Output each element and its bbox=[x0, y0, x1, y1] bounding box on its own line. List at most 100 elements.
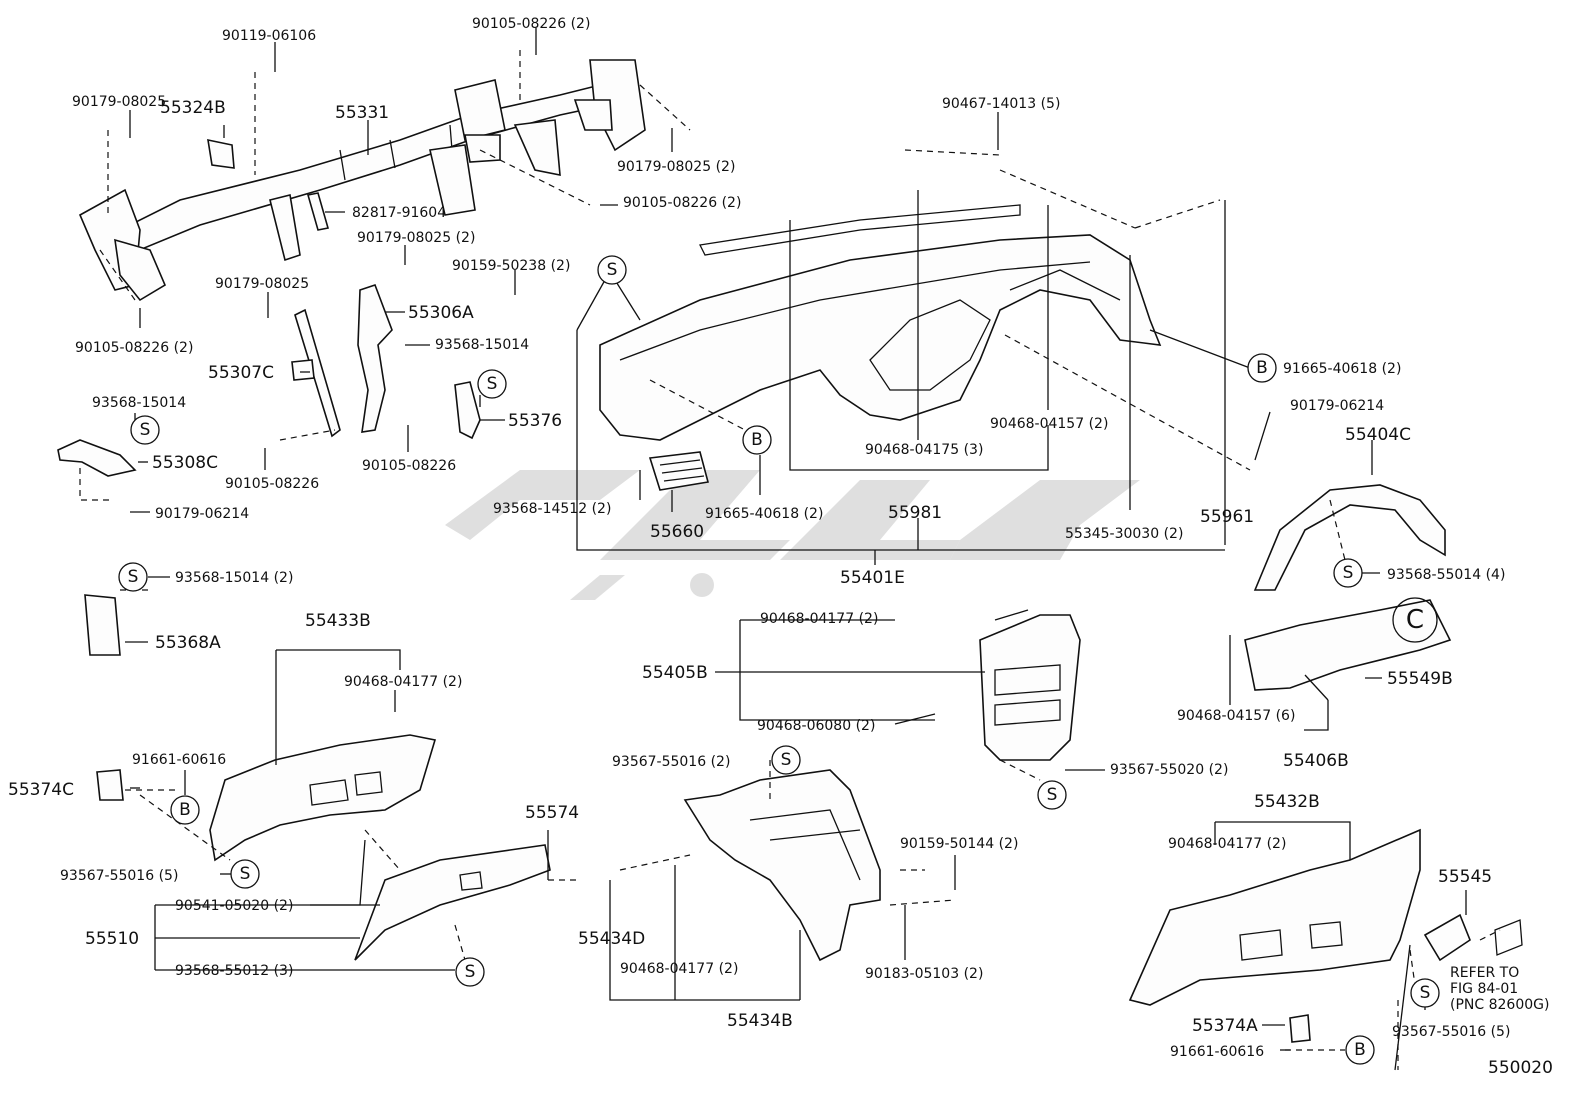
callout: 91665-40618 (2) bbox=[705, 506, 823, 522]
reinforcement-beam-55331 bbox=[78, 59, 646, 302]
glove-box-55510 bbox=[354, 844, 551, 961]
callout: 90468-04175 (3) bbox=[865, 442, 983, 458]
svg-text:B: B bbox=[1256, 358, 1268, 378]
bracket-55308c bbox=[57, 439, 137, 477]
instrument-panel-55401e bbox=[599, 204, 1162, 441]
callout: 91665-40618 (2) bbox=[1283, 361, 1401, 377]
svg-text:B: B bbox=[1354, 1040, 1366, 1060]
bracket-55368a bbox=[84, 594, 121, 656]
svg-text:S: S bbox=[140, 420, 151, 440]
callout: 55345-30030 (2) bbox=[1065, 526, 1183, 542]
callout: 55404C bbox=[1345, 425, 1411, 445]
svg-text:B: B bbox=[179, 800, 191, 820]
marker-s: S bbox=[771, 745, 801, 775]
svg-text:B: B bbox=[751, 430, 763, 450]
callout: 93568-55012 (3) bbox=[175, 963, 293, 979]
callout: 55660 bbox=[650, 522, 704, 542]
callout: 55545 bbox=[1438, 867, 1492, 887]
marker-s: S bbox=[1333, 558, 1363, 588]
callout: 90468-04177 (2) bbox=[1168, 836, 1286, 852]
marker-b: B bbox=[1345, 1035, 1375, 1065]
callout: 55433B bbox=[305, 611, 371, 631]
callout: 90179-06214 bbox=[155, 506, 249, 522]
callout: 90467-14013 (5) bbox=[942, 96, 1060, 112]
brace-55307c bbox=[291, 308, 341, 438]
marker-b: B bbox=[1247, 353, 1277, 383]
bracket-55374c bbox=[96, 769, 124, 801]
svg-text:S: S bbox=[465, 962, 476, 982]
marker-s: S bbox=[455, 957, 485, 987]
callout: 55368A bbox=[155, 633, 221, 653]
svg-text:C: C bbox=[1406, 605, 1424, 635]
svg-text:S: S bbox=[128, 567, 139, 587]
callout: 55961 bbox=[1200, 507, 1254, 527]
marker-s: S bbox=[230, 859, 260, 889]
svg-text:S: S bbox=[1047, 785, 1058, 805]
callout: 55331 bbox=[335, 103, 389, 123]
callout: 93567-55016 (5) bbox=[1392, 1024, 1510, 1040]
figure-id: 550020 bbox=[1488, 1058, 1553, 1078]
marker-b: B bbox=[170, 795, 200, 825]
callout: 90179-08025 (2) bbox=[617, 159, 735, 175]
callout: 90159-50238 (2) bbox=[452, 258, 570, 274]
callout: 90179-08025 bbox=[215, 276, 309, 292]
callout: 91661-60616 bbox=[132, 752, 226, 768]
callout: 55324B bbox=[160, 98, 226, 118]
marker-s: S bbox=[118, 562, 148, 592]
svg-text:S: S bbox=[1343, 563, 1354, 583]
callout: 90179-08025 bbox=[72, 94, 166, 110]
callout: 55374C bbox=[8, 780, 74, 800]
callout: 55574 bbox=[525, 803, 579, 823]
leader-lines bbox=[79, 28, 1501, 1071]
svg-text:S: S bbox=[781, 750, 792, 770]
callout: 93568-15014 bbox=[92, 395, 186, 411]
callout-labels: 90119-06106 90105-08226 (2) 90179-08025 … bbox=[8, 16, 1553, 1078]
air-vent-55660 bbox=[648, 451, 709, 491]
callout: 55981 bbox=[888, 503, 942, 523]
callout: 93567-55020 (2) bbox=[1110, 762, 1228, 778]
callout: 90179-08025 (2) bbox=[357, 230, 475, 246]
callout: 90468-04157 (6) bbox=[1177, 708, 1295, 724]
callout: 55306A bbox=[408, 303, 474, 323]
callout: 55549B bbox=[1387, 669, 1453, 689]
callout: 90119-06106 bbox=[222, 28, 316, 44]
callout: 90105-08226 bbox=[362, 458, 456, 474]
callout: 93567-55016 (2) bbox=[612, 754, 730, 770]
marker-s: S bbox=[597, 255, 627, 285]
lower-cover-55432b bbox=[1128, 828, 1421, 1006]
cover-55406b bbox=[1244, 597, 1452, 691]
callout: 90105-08226 bbox=[225, 476, 319, 492]
callout: 82817-91604 bbox=[352, 205, 446, 221]
callout: 93567-55016 (5) bbox=[60, 868, 178, 884]
callout: 93568-55014 (4) bbox=[1387, 567, 1505, 583]
callout: 55401E bbox=[840, 568, 905, 588]
glove-box-door-55433b bbox=[209, 734, 437, 862]
callout: 90468-04177 (2) bbox=[760, 611, 878, 627]
callout: 90468-04157 (2) bbox=[990, 416, 1108, 432]
marker-s: S bbox=[477, 369, 507, 399]
callout: 90105-08226 (2) bbox=[472, 16, 590, 32]
marker-b: B bbox=[742, 425, 772, 455]
callout: 55307C bbox=[208, 363, 274, 383]
bracket-55374a bbox=[1289, 1014, 1311, 1043]
callout: 90541-05020 (2) bbox=[175, 898, 293, 914]
cover-55545 bbox=[1423, 913, 1523, 962]
callout: 55434D bbox=[578, 929, 645, 949]
callout: 55434B bbox=[727, 1011, 793, 1031]
brace-55306a bbox=[357, 283, 393, 433]
svg-text:S: S bbox=[240, 864, 251, 884]
callout: 90105-08226 (2) bbox=[75, 340, 193, 356]
callout: 93568-15014 bbox=[435, 337, 529, 353]
callout: 90179-06214 bbox=[1290, 398, 1384, 414]
refer-note-line1: REFER TO bbox=[1450, 965, 1519, 981]
marker-s: S bbox=[130, 415, 160, 445]
callout: 55510 bbox=[85, 929, 139, 949]
callout: 93568-15014 (2) bbox=[175, 570, 293, 586]
center-cluster-55405b bbox=[979, 614, 1081, 761]
callout: 93568-14512 (2) bbox=[493, 501, 611, 517]
defroster-55404c bbox=[1253, 484, 1446, 591]
refer-note-line2: FIG 84-01 bbox=[1450, 981, 1518, 997]
svg-text:S: S bbox=[487, 374, 498, 394]
callout: 90468-04177 (2) bbox=[620, 961, 738, 977]
